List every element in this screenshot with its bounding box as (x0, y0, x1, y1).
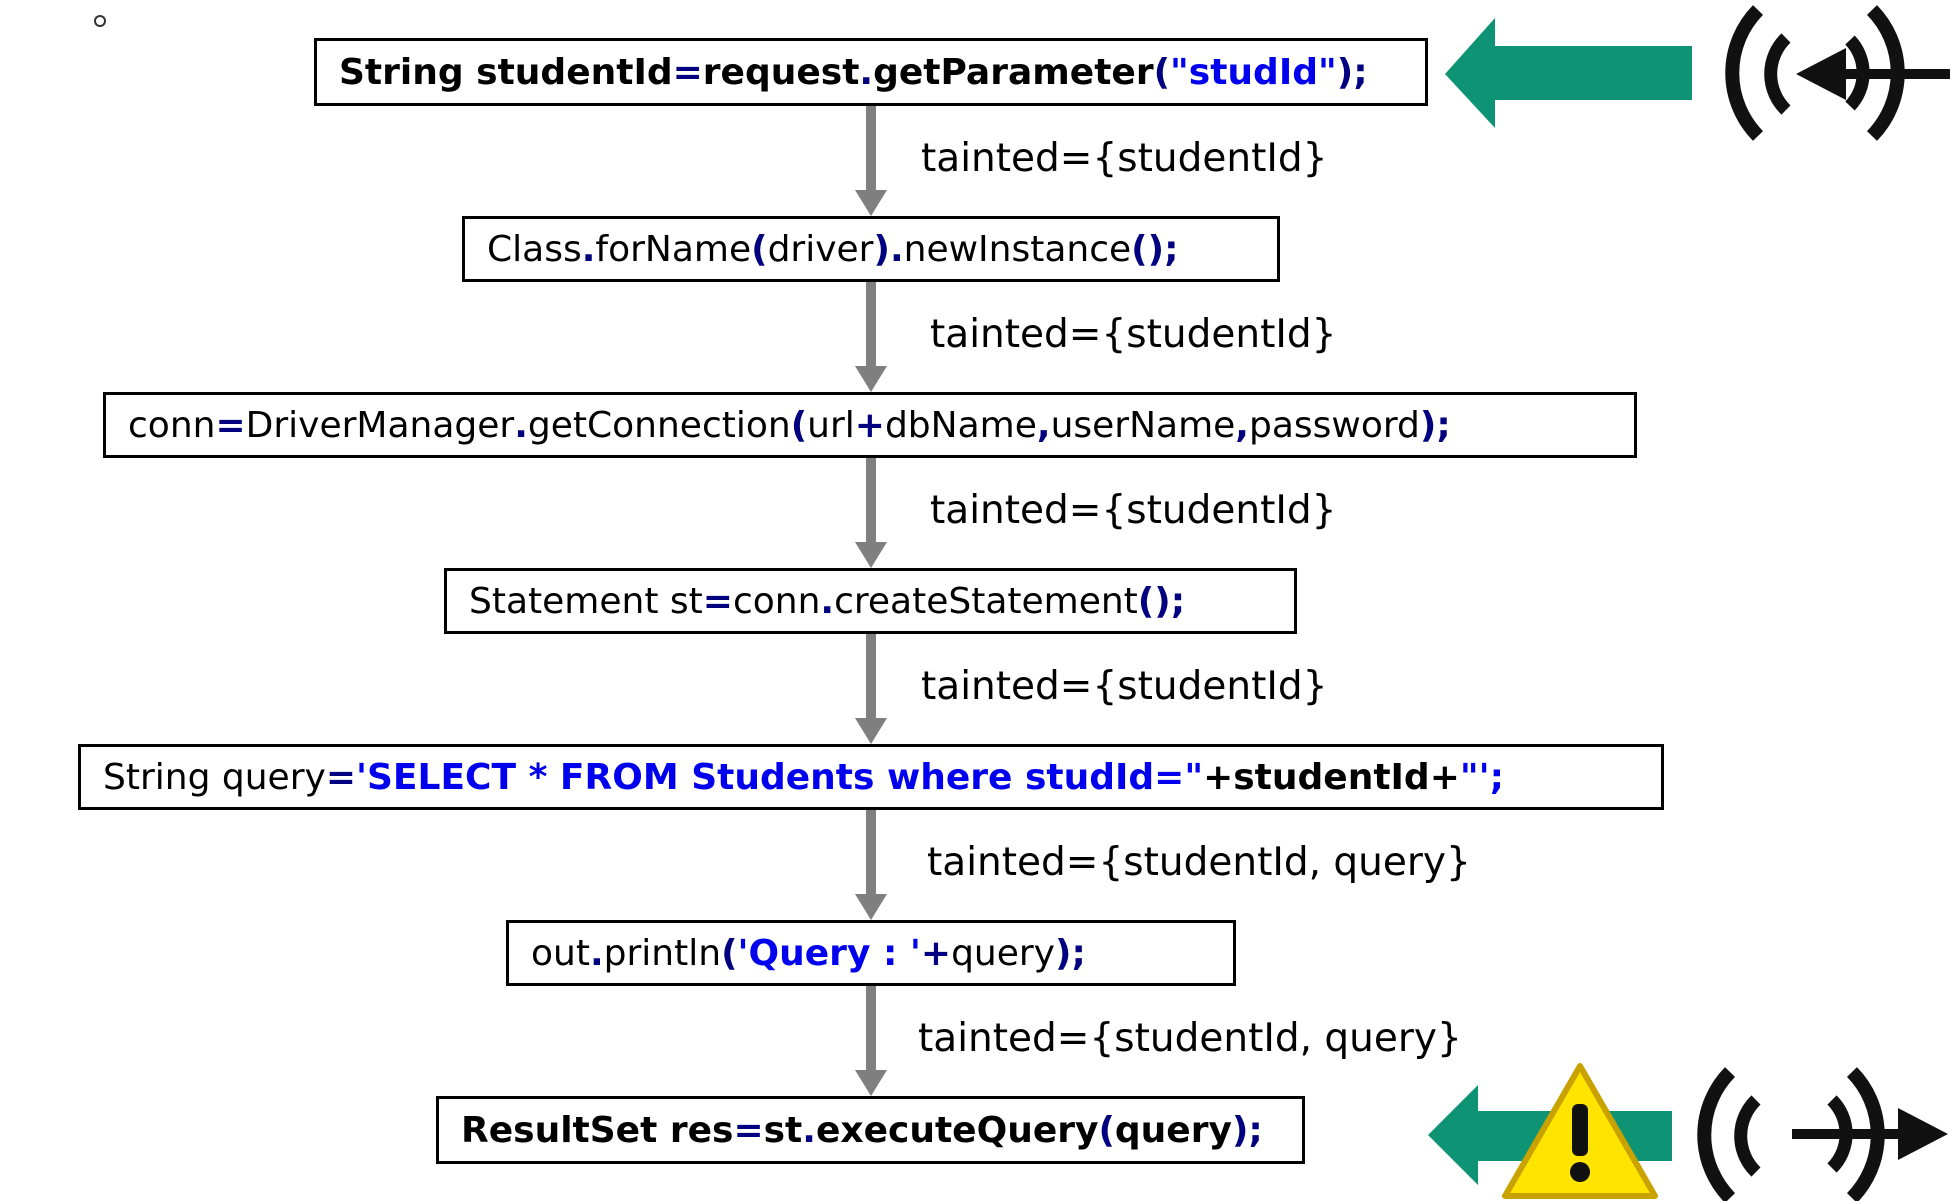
code-token: Statement st (469, 580, 703, 622)
code-token: dbName (884, 404, 1037, 446)
code-token: (); (1137, 580, 1186, 622)
taint-label-5: tainted={studentId, query} (927, 840, 1471, 885)
taint-label-3: tainted={studentId} (930, 488, 1337, 533)
code-token: ); (1231, 1109, 1263, 1151)
code-token: ( (1098, 1109, 1115, 1151)
code-token: ); (1054, 932, 1086, 974)
code-token: , (1036, 404, 1051, 446)
code-token: . (589, 932, 604, 974)
code-token: = (702, 580, 733, 622)
code-token: = (733, 1109, 764, 1151)
statement-create-statement: Statement st = conn.createStatement(); (444, 568, 1297, 634)
transmit-signal-icon (1697, 1067, 1948, 1201)
code-token: . (859, 51, 874, 93)
code-token: url (807, 404, 855, 446)
code-token: + (854, 404, 885, 446)
code-token: st (763, 1109, 803, 1151)
code-token: = (325, 756, 356, 798)
code-token: out (531, 932, 590, 974)
code-token: + (1429, 756, 1460, 798)
code-token: DriverManager (245, 404, 515, 446)
code-token: . (514, 404, 528, 446)
code-token: ); (1419, 404, 1451, 446)
statement-println: out.println('Query : ' + query); (506, 920, 1236, 986)
flow-arrow-4 (855, 634, 887, 744)
code-token: ( (721, 932, 738, 974)
code-token: "'; (1459, 756, 1505, 798)
code-token: query (951, 932, 1055, 974)
code-token: getConnection (527, 404, 791, 446)
code-token: ( (751, 228, 768, 270)
statement-execute-query: ResultSet res = st.executeQuery(query); (436, 1096, 1305, 1164)
code-token: getParameter (873, 51, 1154, 93)
taint-label-4: tainted={studentId} (921, 664, 1328, 709)
code-token: (); (1131, 228, 1179, 270)
code-token: String studentId (339, 51, 673, 93)
code-token: forName (595, 228, 752, 270)
code-token: "studId" (1170, 51, 1337, 93)
statement-build-query: String query = 'SELECT * FROM Students w… (78, 744, 1664, 810)
taint-label-2: tainted={studentId} (930, 312, 1337, 357)
code-token: conn (128, 404, 216, 446)
code-token: conn (732, 580, 821, 622)
code-token: ResultSet res (461, 1109, 734, 1151)
code-token: executeQuery (815, 1109, 1099, 1151)
taint-label-6: tainted={studentId, query} (918, 1016, 1462, 1061)
statement-class-forname: Class.forName(driver).newInstance(); (462, 216, 1280, 282)
receive-signal-icon (1725, 5, 1950, 141)
code-token: ( (790, 404, 808, 446)
flow-arrow-5 (855, 810, 887, 920)
warning-triangle-icon (1502, 1063, 1658, 1199)
code-token: String query (103, 756, 326, 798)
flow-arrow-6 (855, 986, 887, 1096)
code-token: + (920, 932, 952, 974)
code-token: password (1248, 404, 1420, 446)
code-token: userName (1050, 404, 1236, 446)
flow-arrow-1 (855, 106, 887, 216)
code-token: request (702, 51, 860, 93)
code-token: + (1203, 756, 1234, 798)
code-token: ). (873, 228, 904, 270)
code-token: studentId (1233, 756, 1430, 798)
code-token: 'Query : ' (737, 932, 921, 974)
code-token: 'SELECT * FROM Students where studId=" (355, 756, 1204, 798)
code-token: ( (1153, 51, 1171, 93)
code-token: , (1235, 404, 1249, 446)
code-token: Class (487, 228, 582, 270)
statement-get-parameter: String studentId = request.getParameter(… (314, 38, 1428, 106)
code-token: = (672, 51, 703, 93)
corner-dot (94, 15, 106, 27)
code-token: . (820, 580, 835, 622)
code-token: query (1114, 1109, 1232, 1151)
code-token: . (581, 228, 596, 270)
code-token: createStatement (834, 580, 1138, 622)
taint-label-1: tainted={studentId} (921, 136, 1328, 181)
flow-arrow-2 (855, 282, 887, 392)
flow-arrow-3 (855, 458, 887, 568)
statement-get-connection: conn = DriverManager.getConnection(url +… (103, 392, 1637, 458)
code-token: println (603, 932, 722, 974)
code-token: driver (767, 228, 874, 270)
code-token: newInstance (903, 228, 1132, 270)
source-arrow (1445, 18, 1692, 128)
code-token: ); (1336, 51, 1368, 93)
code-token: . (802, 1109, 816, 1151)
code-token: = (215, 404, 246, 446)
